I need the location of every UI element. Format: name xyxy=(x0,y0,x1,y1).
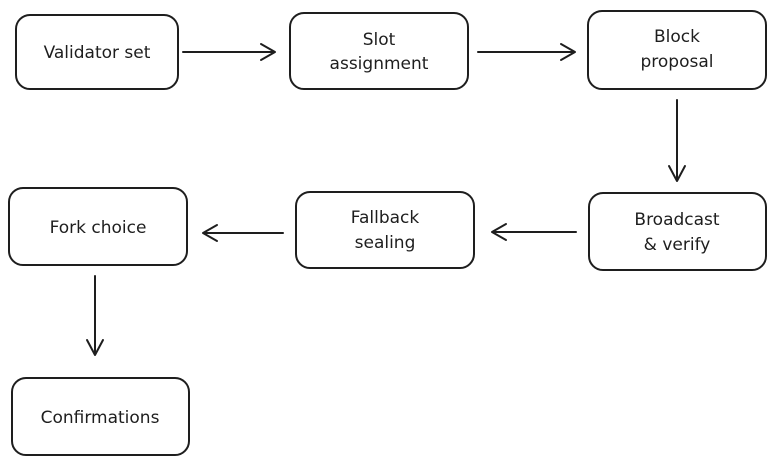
node-broadcast-verify[interactable]: Broadcast & verify xyxy=(588,192,767,271)
node-fallback-sealing[interactable]: Fallback sealing xyxy=(295,191,475,269)
node-broadcast-verify-label-line1: Broadcast xyxy=(634,210,720,230)
node-slot-assignment-box xyxy=(289,12,469,90)
arrow-fallback-sealing-to-fork-choice xyxy=(202,224,284,242)
node-broadcast-verify-label-line2: & verify xyxy=(644,235,711,255)
node-slot-assignment[interactable]: Slot assignment xyxy=(289,12,469,90)
node-validator-set[interactable]: Validator set xyxy=(15,14,179,90)
node-block-proposal-label-line2: proposal xyxy=(641,52,714,72)
arrow-broadcast-verify-to-fallback-sealing xyxy=(491,223,577,241)
node-block-proposal[interactable]: Block proposal xyxy=(587,10,767,90)
node-fork-choice[interactable]: Fork choice xyxy=(8,187,188,266)
node-validator-set-box xyxy=(15,14,179,90)
arrow-fork-choice-to-confirmations xyxy=(86,275,104,356)
node-validator-set-label: Validator set xyxy=(44,43,151,63)
node-fallback-sealing-label-line1: Fallback xyxy=(351,208,420,228)
node-slot-assignment-label-line1: Slot xyxy=(363,30,396,50)
node-slot-assignment-label-line2: assignment xyxy=(330,54,429,74)
node-fork-choice-box xyxy=(8,187,188,266)
node-block-proposal-box xyxy=(587,10,767,90)
node-confirmations-label: Confirmations xyxy=(41,408,160,428)
node-confirmations-box xyxy=(11,377,190,456)
arrow-block-proposal-to-broadcast-verify xyxy=(668,99,686,182)
node-fork-choice-label: Fork choice xyxy=(50,218,147,238)
node-confirmations[interactable]: Confirmations xyxy=(11,377,190,456)
node-block-proposal-label-line1: Block xyxy=(654,27,700,47)
node-broadcast-verify-box xyxy=(588,192,767,271)
node-fallback-sealing-label-line2: sealing xyxy=(355,233,416,253)
node-fallback-sealing-box xyxy=(295,191,475,269)
arrow-validator-set-to-slot-assignment xyxy=(182,43,276,61)
arrow-slot-assignment-to-block-proposal xyxy=(477,43,576,61)
